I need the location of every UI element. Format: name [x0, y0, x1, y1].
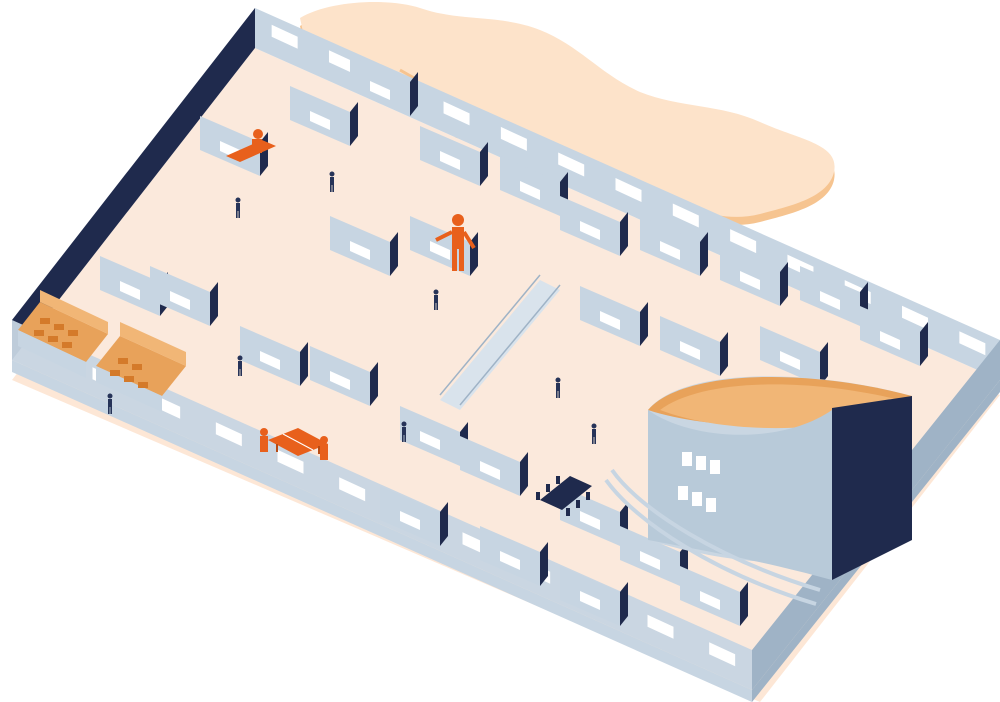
window-pane [600, 311, 620, 330]
partition-wall-edge [740, 582, 748, 626]
window-pane [580, 221, 600, 240]
ramp-icon [439, 274, 561, 410]
partition-wall-edge [480, 142, 488, 186]
person-figure-icon [401, 421, 407, 442]
window-pane [902, 305, 929, 330]
window-pane [660, 241, 680, 260]
ping-pong-players [260, 428, 328, 460]
window-pane [558, 152, 585, 177]
window-pane [443, 101, 470, 126]
orange-room-left [18, 290, 108, 378]
orange-office-top [226, 129, 276, 162]
window-pane [330, 371, 350, 390]
desk-cluster-icon [34, 318, 78, 348]
window-pane [520, 181, 540, 200]
partition-wall-edge [540, 542, 548, 586]
floor-edge-left [12, 360, 752, 702]
partition-wall-edge [410, 72, 418, 116]
person-figure-icon [591, 423, 597, 444]
window-pane [420, 431, 440, 450]
person-figure-icon [555, 377, 561, 398]
partition-wall-edge [350, 102, 358, 146]
window-pane [615, 178, 642, 202]
partition-wall-edge [390, 232, 398, 276]
orange-room-right [96, 322, 186, 412]
window-pane [430, 241, 450, 260]
partition-wall-edge [210, 282, 218, 326]
window-pane [480, 461, 500, 480]
person-figure-icon [107, 393, 113, 414]
people-figures [107, 171, 597, 444]
partition-wall-edge [720, 332, 728, 376]
window-pane [277, 449, 304, 474]
partition-wall-edge [700, 232, 708, 276]
person-figure-icon [235, 197, 241, 218]
partition-wall-edge [370, 362, 378, 406]
partition-wall-edge [440, 502, 448, 546]
window-pane [700, 591, 720, 610]
window-pane [880, 331, 900, 350]
window-pane [370, 81, 390, 100]
window-pane [709, 642, 736, 667]
window-pane [820, 291, 840, 310]
window-pane [215, 422, 242, 447]
auditorium-icon [604, 376, 912, 606]
person-figure-icon [433, 289, 439, 310]
partition-wall-edge [300, 342, 308, 386]
meeting-table-icon [536, 476, 592, 516]
window-pane [580, 511, 600, 530]
person-figure-icon [237, 355, 243, 376]
window-pane [680, 341, 700, 360]
partition-wall-edge [620, 582, 628, 626]
window-pane [350, 241, 370, 260]
partition-wall-edge [920, 322, 928, 366]
window-pane [640, 551, 660, 570]
window-pane [260, 351, 280, 370]
partition-wall-edge [780, 262, 788, 306]
window-pane [170, 291, 190, 310]
window-pane [500, 126, 527, 151]
ping-pong-table-icon [268, 428, 328, 456]
window-pane [647, 614, 674, 639]
presenter-figure [435, 214, 476, 271]
window-pane [580, 591, 600, 610]
window-pane [500, 551, 520, 570]
window-pane [328, 50, 355, 75]
window-pane [780, 351, 800, 370]
window-pane [440, 151, 460, 170]
window-pane [310, 111, 330, 130]
window-pane [959, 331, 986, 356]
desk-cluster-icon [110, 358, 148, 388]
window-pane [730, 229, 757, 254]
person-figure-icon [329, 171, 335, 192]
window-pane [339, 477, 366, 502]
window-pane [740, 271, 760, 290]
window-pane [672, 203, 699, 228]
window-pane [120, 281, 140, 300]
back-wall-left [12, 8, 255, 360]
partition-wall-edge [820, 342, 828, 386]
partition-wall-edge [520, 452, 528, 496]
window-pane [271, 24, 298, 49]
partition-wall-edge [620, 212, 628, 256]
partition-wall-edge [640, 302, 648, 346]
window-pane [400, 511, 420, 530]
